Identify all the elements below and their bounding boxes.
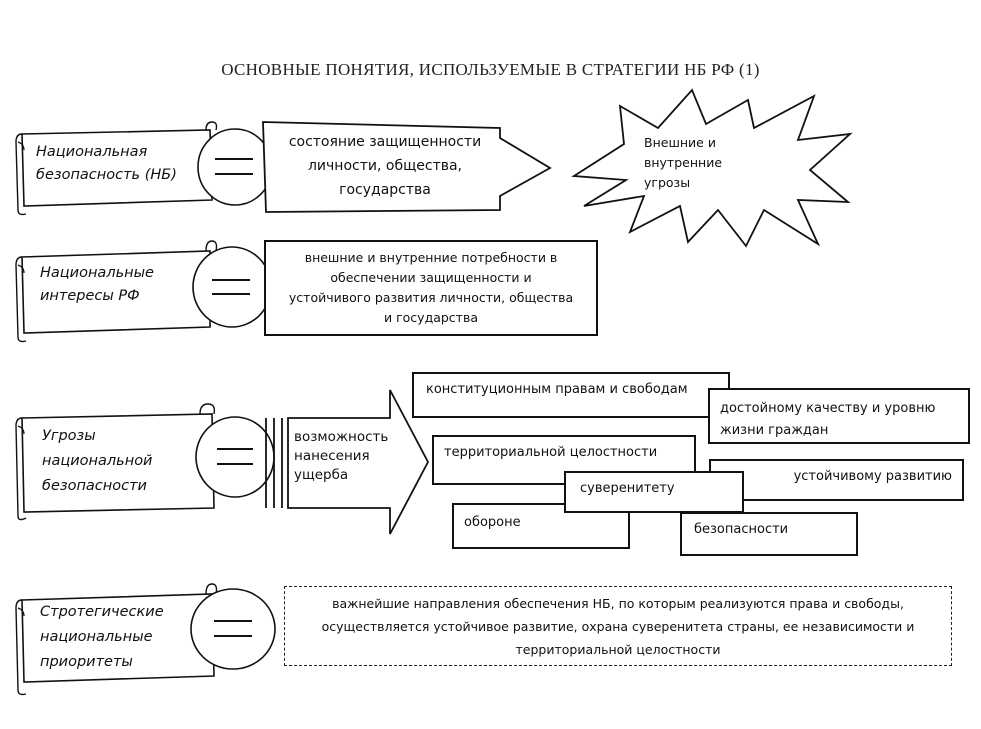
scroll-frame-4: [15, 583, 218, 696]
equals-circle-3: [195, 416, 275, 498]
definition-line: государства: [339, 182, 431, 198]
starburst-line: угрозы: [644, 175, 691, 190]
threats-starburst: [571, 88, 853, 248]
definition-line: возможность: [294, 429, 389, 445]
definition-line: личности, общества,: [307, 158, 463, 174]
target-security: безопасности: [680, 512, 858, 556]
definition-line: состояние защищенности: [288, 134, 482, 150]
definition-line: нанесения: [294, 448, 370, 464]
term-line: интересы РФ: [40, 288, 140, 304]
term-line: безопасность (НБ): [36, 167, 177, 183]
term-line: Национальная: [36, 144, 148, 160]
scroll-frame-1: [15, 121, 218, 216]
threats-starburst-text: Внешние и внутренние угрозы: [644, 133, 744, 193]
equals-circle-4: [190, 588, 276, 670]
definition-national-security: состояние защищенности личности, обществ…: [270, 124, 500, 208]
definition-line: осуществляется устойчивое развитие, охра…: [321, 618, 915, 634]
target-constitutional-rights: конституционным правам и свободам: [412, 372, 730, 418]
definition-line: важнейшие направления обеспечения НБ, по…: [332, 595, 904, 611]
page-title: ОСНОВНЫЕ ПОНЯТИЯ, ИСПОЛЬЗУЕМЫЕ В СТРАТЕГ…: [221, 60, 760, 79]
term-line: национальной: [42, 453, 153, 469]
definition-line: внешние и внутренние потребности в: [304, 250, 558, 265]
term-national-security: Национальная безопасность (НБ): [36, 141, 177, 187]
term-threats-national-security: Угрозы национальной безопасности: [42, 424, 153, 499]
scroll-frame-2: [15, 240, 218, 343]
target-quality-of-life: достойному качеству и уровню жизни гражд…: [708, 388, 970, 444]
starburst-line: Внешние и: [644, 135, 716, 150]
definition-threats: возможность нанесения ущерба: [294, 428, 388, 485]
definition-line: и государства: [383, 310, 478, 325]
definition-strategic-priorities: важнейшие направления обеспечения НБ, по…: [284, 586, 952, 666]
target-line: жизни граждан: [720, 423, 829, 438]
target-sustainable-development: устойчивому развитию: [709, 459, 964, 501]
term-strategic-priorities: Стротегические национальные приоритеты: [40, 600, 164, 675]
definition-line: территориальной целостности: [515, 641, 721, 657]
arrow-box-frame-1: [262, 121, 552, 213]
term-line: Национальные: [40, 265, 154, 281]
term-line: Угрозы: [42, 428, 96, 444]
target-line: достойному качеству и уровню: [720, 401, 936, 416]
term-line: национальные: [40, 629, 153, 645]
definition-national-interests: внешние и внутренние потребности в обесп…: [264, 240, 598, 336]
starburst-line: внутренние: [644, 155, 723, 170]
target-sovereignty: суверенитету: [564, 471, 744, 513]
definition-line: обеспечении защищенности и: [330, 270, 532, 285]
term-line: безопасности: [42, 478, 147, 494]
definition-line: устойчивого развития личности, общества: [288, 290, 574, 305]
striped-arrow-frame: [265, 389, 430, 535]
scroll-frame-3: [15, 403, 216, 521]
term-line: приоритеты: [40, 654, 133, 670]
term-national-interests: Национальные интересы РФ: [40, 262, 154, 308]
definition-line: ущерба: [294, 467, 349, 483]
term-line: Стротегические: [40, 604, 164, 620]
equals-circle-2: [192, 246, 272, 328]
